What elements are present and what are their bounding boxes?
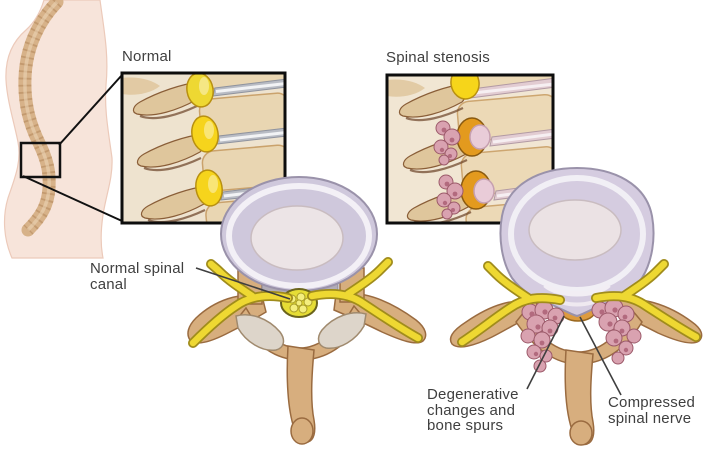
magnifier-box — [19, 141, 62, 179]
normal-inset-title: Normal — [122, 48, 172, 65]
leader-line-normal-canal — [195, 267, 291, 300]
torso-outline — [3, 0, 113, 259]
stenosis-inset-border — [385, 73, 555, 225]
leader-line-compressed — [579, 316, 622, 396]
leader-line-degenerative — [526, 315, 565, 390]
compressed-nerve-label: Compressed spinal nerve — [608, 394, 696, 427]
normal-vertebra-axial — [187, 176, 427, 445]
spinal-nerves — [457, 259, 701, 347]
body-silhouette — [3, 0, 123, 259]
leader-lines — [195, 267, 622, 396]
bulging-disc — [499, 166, 655, 318]
disc-nucleus — [528, 199, 622, 261]
spinal-nerves — [188, 257, 423, 348]
facet-joints — [235, 312, 367, 351]
disc-nucleus — [250, 205, 344, 271]
spine-highlight — [23, 0, 59, 232]
normal-inset-border — [120, 71, 287, 225]
stenosis-inset-title: Spinal stenosis — [386, 49, 490, 66]
intervertebral-disc — [220, 176, 378, 292]
bone-spur-spots — [529, 307, 629, 357]
process-shadows — [139, 105, 206, 223]
pinched-nerve-roots — [456, 117, 495, 210]
magnifier-lines — [22, 74, 123, 222]
degenerative-changes-label: Degenerative changes and bone spurs — [427, 386, 519, 434]
magnifier-line-bottom — [22, 175, 123, 222]
normal-spinal-canal-label: Normal spinal canal — [90, 260, 185, 293]
bone-spur-clusters — [433, 120, 464, 220]
magnifier-line-top — [58, 74, 123, 146]
healthy-nerve-roots — [186, 73, 223, 207]
